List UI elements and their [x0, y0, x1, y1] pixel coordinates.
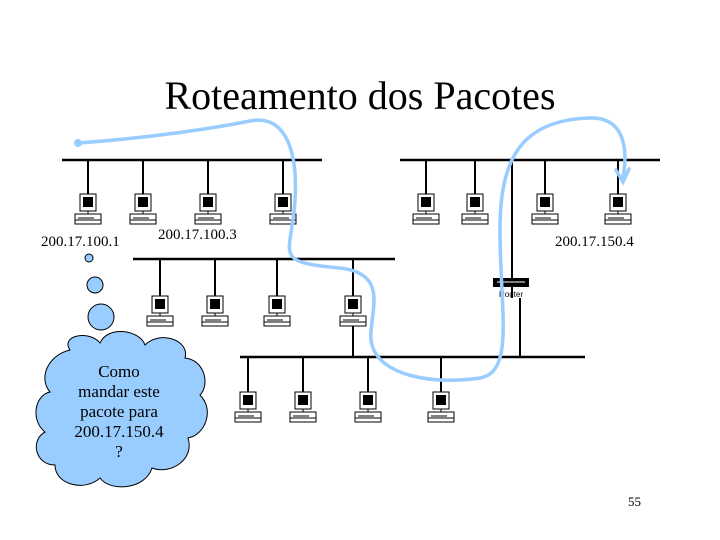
thought-line: ? — [115, 442, 123, 461]
computer-icon[interactable] — [234, 391, 262, 423]
router-label: Router — [499, 290, 523, 299]
computer-icon[interactable] — [604, 193, 632, 225]
computer-icon[interactable] — [201, 295, 229, 327]
thought-bubble — [35, 253, 208, 488]
host-label: 200.17.150.4 — [555, 234, 634, 250]
page-number: 55 — [628, 494, 641, 509]
computer-icon[interactable] — [194, 193, 222, 225]
host-label: 200.17.100.3 — [158, 227, 237, 243]
network-bus-4 — [234, 298, 585, 423]
computer-icon[interactable] — [289, 391, 317, 423]
router-icon[interactable]: Router — [493, 278, 529, 299]
thought-line: mandar este — [78, 382, 160, 401]
host-label: 200.17.100.1 — [41, 234, 120, 250]
thought-line: 200.17.150.4 — [74, 422, 164, 441]
network-bus-2 — [400, 158, 660, 278]
computer-icon[interactable] — [531, 193, 559, 225]
computer-icon[interactable] — [263, 295, 291, 327]
computer-icon[interactable] — [74, 193, 102, 225]
computer-icon[interactable] — [354, 391, 382, 423]
computer-icon[interactable] — [146, 295, 174, 327]
slide-title: Roteamento dos Pacotes — [164, 73, 556, 118]
computer-icon[interactable] — [427, 391, 455, 423]
thought-bubble-text: Como mandar este pacote para 200.17.150.… — [42, 362, 196, 462]
computer-icon[interactable] — [412, 193, 440, 225]
network-bus-3 — [133, 257, 395, 357]
thought-line: Como — [98, 362, 140, 381]
packet-route — [74, 116, 631, 382]
network-bus-1 — [62, 158, 322, 225]
computer-icon[interactable] — [339, 295, 367, 327]
computer-icon[interactable] — [129, 193, 157, 225]
thought-line: pacote para — [80, 402, 158, 421]
computer-icon[interactable] — [461, 193, 489, 225]
